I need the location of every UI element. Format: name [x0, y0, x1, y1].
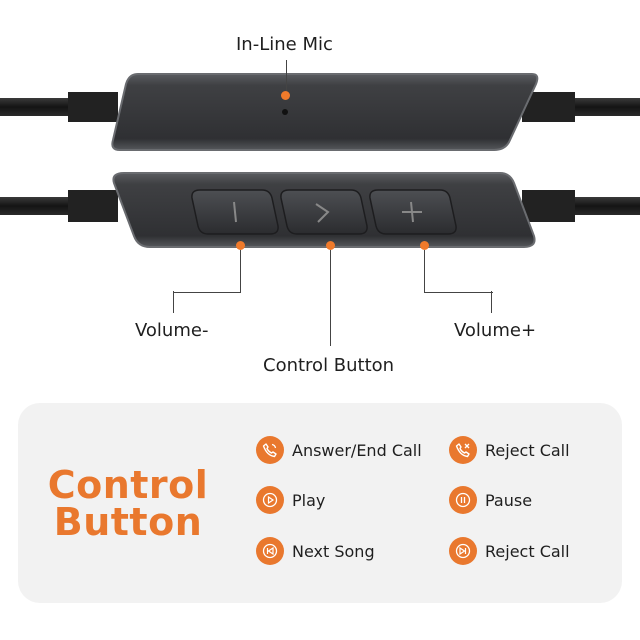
volume-plus-label: Volume+	[454, 320, 537, 341]
previous-track-icon	[256, 537, 284, 565]
control-button-marker-dot	[326, 241, 335, 250]
next-track-icon	[449, 537, 477, 565]
mic-housing	[111, 73, 539, 151]
minus-symbol	[233, 201, 237, 223]
function-next-song: Next Song	[256, 536, 375, 566]
control-button	[280, 189, 368, 235]
function-play: Play	[256, 485, 325, 515]
function-answer-end-call: Answer/End Call	[256, 435, 422, 465]
cable	[0, 98, 80, 116]
volume-minus-marker-dot	[236, 241, 245, 250]
strain-relief	[522, 92, 575, 122]
control-module	[0, 172, 640, 248]
control-functions-panel: Control Button Answer/End Call Reject Ca…	[18, 403, 622, 603]
volume-plus-callout-line	[424, 250, 493, 293]
control-button-callout-line	[330, 250, 331, 346]
function-reject-call: Reject Call	[449, 435, 570, 465]
control-button-label: Control Button	[263, 355, 395, 376]
cable	[560, 98, 640, 116]
strain-relief	[522, 190, 575, 222]
play-icon	[256, 486, 284, 514]
phone-reject-icon	[449, 436, 477, 464]
volume-minus-label: Volume-	[135, 320, 209, 341]
play-symbol	[315, 203, 330, 223]
volume-plus-callout-drop	[491, 291, 492, 313]
mic-marker-dot	[281, 91, 290, 100]
strain-relief	[68, 190, 118, 222]
volume-minus-callout-drop	[173, 291, 174, 313]
volume-minus-callout-line	[174, 250, 241, 293]
cable	[0, 197, 80, 215]
cable	[560, 197, 640, 215]
function-reject-call-2: Reject Call	[449, 536, 570, 566]
earphone-remote-illustration	[0, 73, 640, 248]
phone-icon	[256, 436, 284, 464]
mic-module	[0, 73, 640, 151]
panel-title-line1: Control	[47, 463, 209, 507]
volume-plus-marker-dot	[420, 241, 429, 250]
mic-hole	[282, 109, 288, 115]
panel-title-line2: Button	[53, 500, 203, 544]
function-pause: Pause	[449, 485, 532, 515]
in-line-mic-label: In-Line Mic	[236, 34, 333, 55]
pause-icon	[449, 486, 477, 514]
mic-callout-line	[286, 60, 287, 96]
strain-relief	[68, 92, 118, 122]
plus-symbol-v	[410, 201, 414, 223]
